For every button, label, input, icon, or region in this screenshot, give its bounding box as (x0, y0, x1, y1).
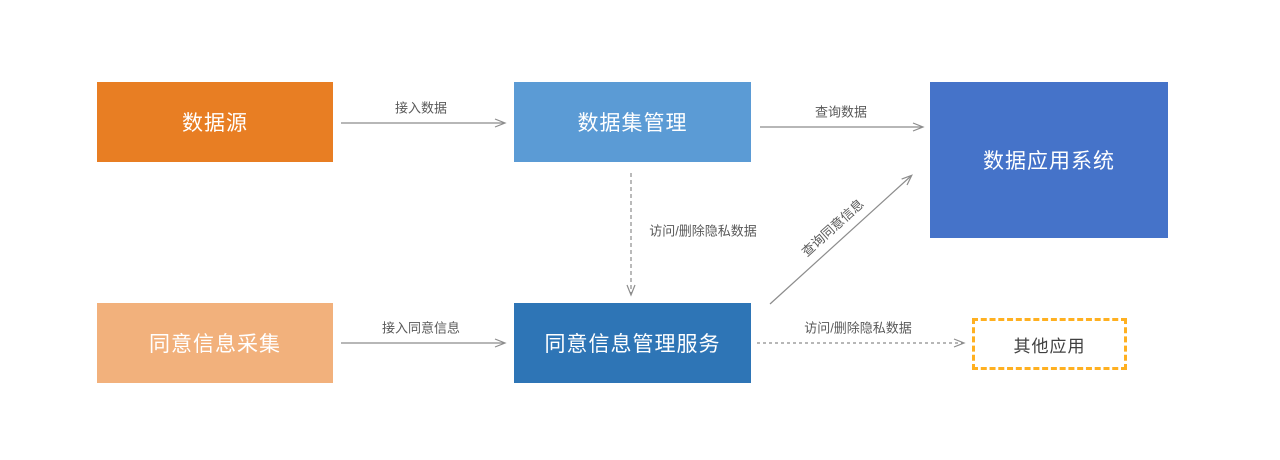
node-data-application-system-label: 数据应用系统 (983, 150, 1115, 173)
edge-label-access-data: 接入数据 (394, 100, 448, 116)
node-consent-collection-label: 同意信息采集 (149, 333, 281, 356)
node-consent-management-service-label: 同意信息管理服务 (544, 333, 721, 356)
edge-label-access-delete-private-data-vertical: 访问/删除隐私数据 (649, 223, 757, 239)
node-data-source: 数据源 (97, 82, 333, 162)
edge-label-query-data: 查询数据 (814, 104, 868, 120)
edge-query-consent-info (769, 174, 913, 305)
node-consent-collection: 同意信息采集 (97, 303, 333, 383)
node-consent-management-service: 同意信息管理服务 (514, 303, 751, 383)
node-other-applications-label: 其他应用 (1013, 336, 1086, 356)
node-data-source-label: 数据源 (182, 112, 248, 135)
node-dataset-management-label: 数据集管理 (577, 112, 688, 135)
node-other-applications: 其他应用 (972, 318, 1127, 370)
node-dataset-management: 数据集管理 (514, 82, 751, 162)
edge-label-access-consent-info: 接入同意信息 (381, 320, 461, 336)
edge-label-access-delete-private-data-horizontal: 访问/删除隐私数据 (804, 320, 912, 336)
node-data-application-system: 数据应用系统 (930, 82, 1168, 238)
